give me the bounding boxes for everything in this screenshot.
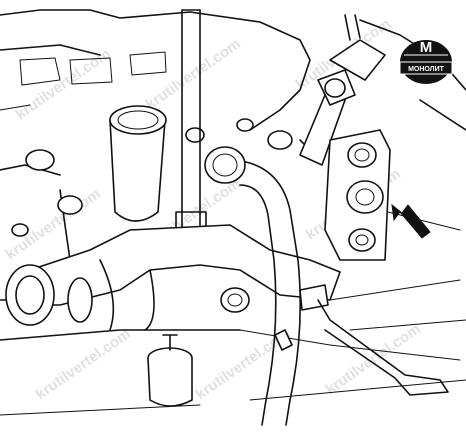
sensor (147, 334, 193, 407)
bent-tube (204, 146, 302, 426)
boss (57, 195, 83, 215)
lower-lever (317, 299, 449, 396)
mounting-bracket (324, 129, 391, 261)
pipe-flange (5, 264, 93, 326)
link-rod (299, 14, 386, 166)
studs (11, 223, 293, 351)
boss (236, 118, 254, 132)
boss (267, 130, 293, 150)
logo-letter: M (420, 39, 433, 56)
bolt-bosses (25, 118, 293, 215)
boss (185, 127, 205, 143)
filler-neck (109, 105, 167, 222)
watermark-text: krutilvertel.com (143, 35, 244, 113)
hose-fitting (220, 284, 329, 313)
watermark-text: krutilvertel.com (323, 320, 424, 398)
logo-text: МОНОЛИТ (408, 66, 445, 73)
bracket-bolt-bottom (348, 228, 376, 252)
bracket-bolt-middle (346, 180, 384, 214)
boss (25, 149, 55, 171)
monolit-logo: M МОНОЛИТ (399, 39, 453, 84)
bracket-bolt-top (347, 142, 377, 168)
pointer-arrow-icon (391, 203, 431, 239)
watermark-text: krutilvertel.com (33, 325, 134, 403)
